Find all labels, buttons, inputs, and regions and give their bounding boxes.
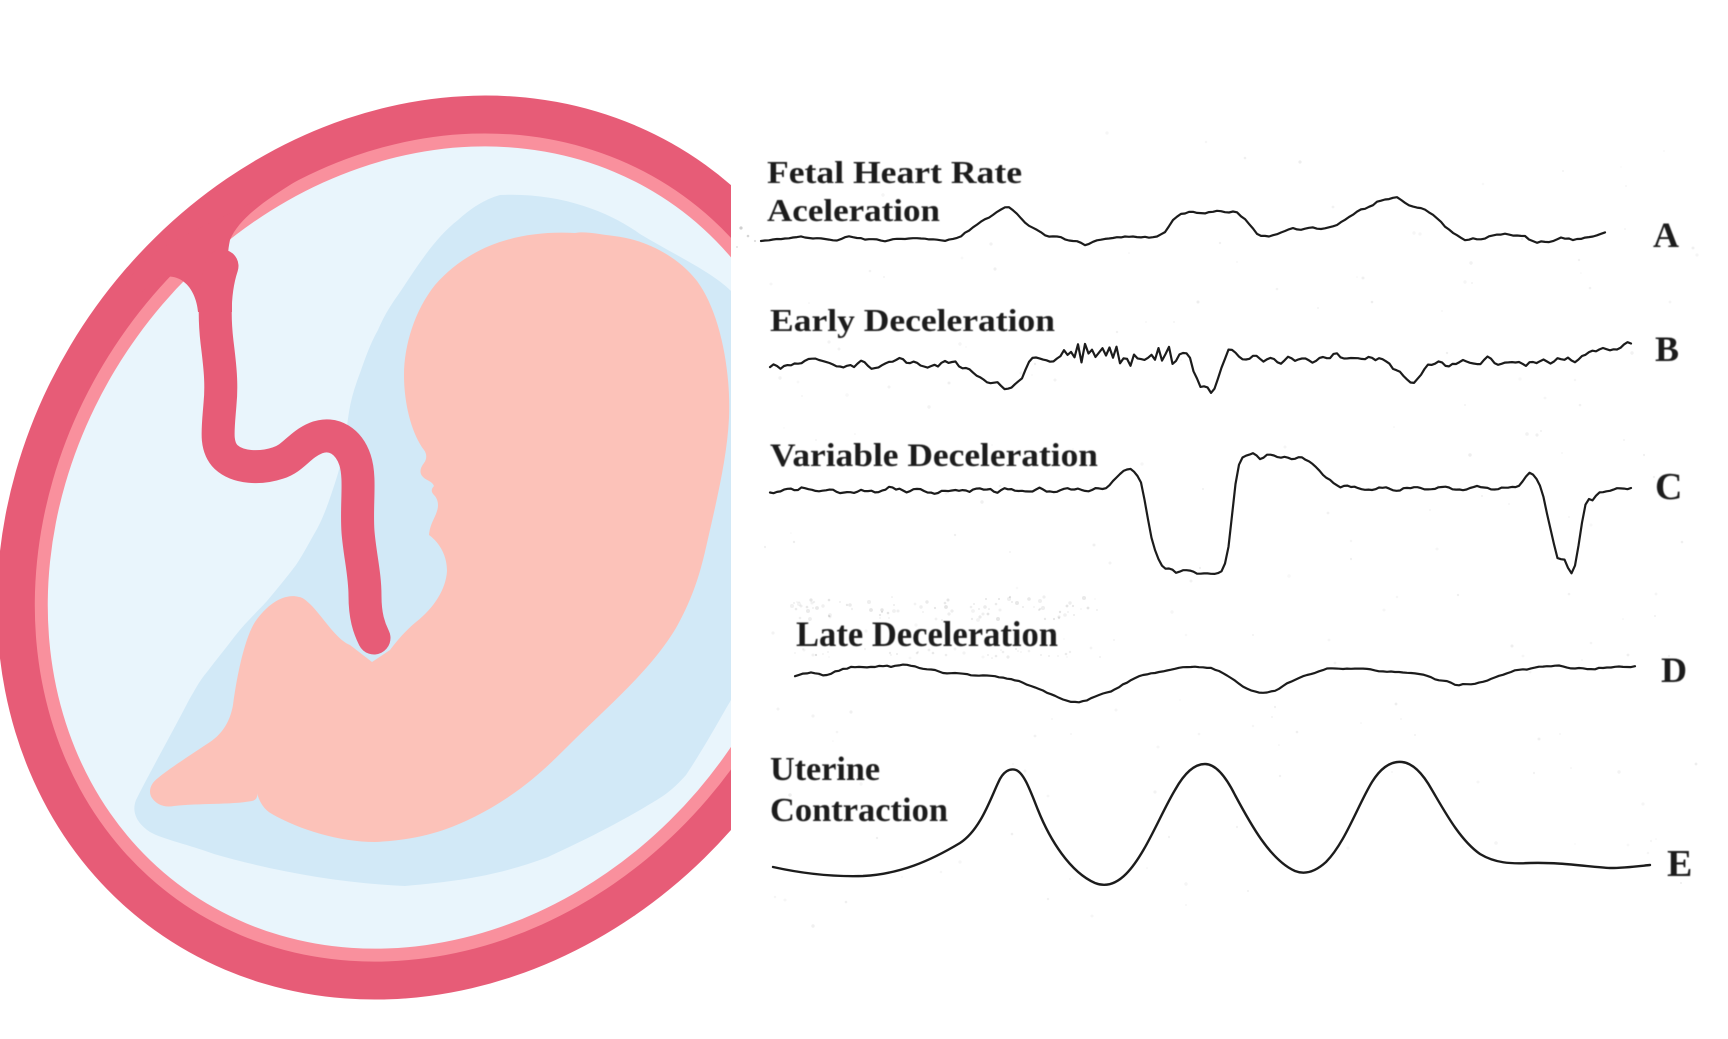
svg-text:Fetal Heart Rate: Fetal Heart Rate: [767, 154, 1022, 190]
svg-text:Uterine: Uterine: [770, 751, 880, 788]
svg-text:Contraction: Contraction: [770, 792, 948, 829]
svg-text:Late Deceleration: Late Deceleration: [796, 614, 1058, 654]
svg-text:D: D: [1661, 650, 1687, 690]
svg-text:B: B: [1655, 329, 1679, 369]
svg-text:Early Deceleration: Early Deceleration: [770, 302, 1055, 338]
svg-text:A: A: [1653, 215, 1679, 255]
svg-text:Variable Deceleration: Variable Deceleration: [770, 438, 1098, 474]
svg-text:E: E: [1667, 843, 1692, 885]
svg-text:Aceleration: Aceleration: [767, 192, 940, 228]
svg-text:C: C: [1655, 466, 1682, 508]
